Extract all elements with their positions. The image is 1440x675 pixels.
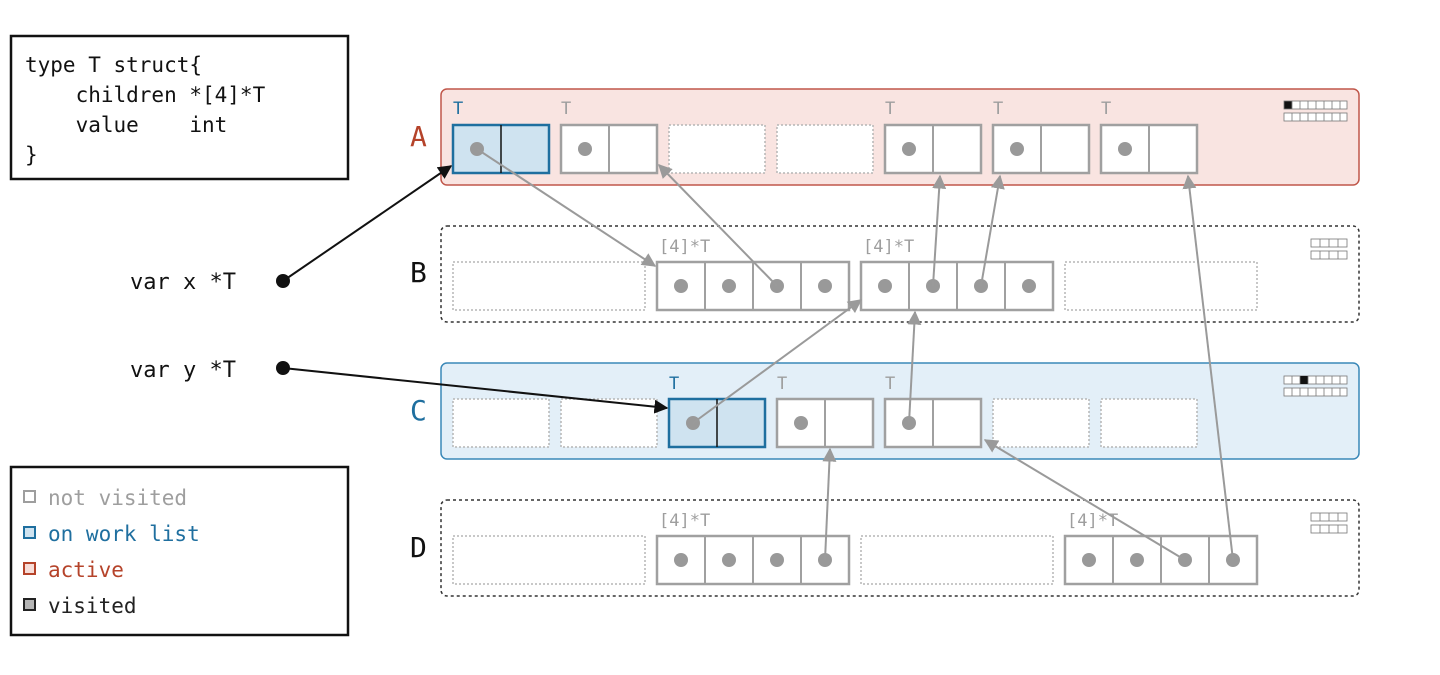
free-slot xyxy=(452,535,646,585)
legend-label-not-visited: not visited xyxy=(48,486,187,510)
legend-label-on-work-list: on work list xyxy=(48,522,200,546)
type-label: T xyxy=(777,374,787,394)
root-arrows xyxy=(282,165,669,414)
object-array xyxy=(655,260,851,312)
pointer-arrow xyxy=(980,174,1005,287)
free-slot xyxy=(668,124,766,174)
span-c-label: C xyxy=(410,394,427,427)
type-label: [4]*T xyxy=(659,237,710,257)
object-t xyxy=(775,397,875,449)
code-line: value int xyxy=(25,113,227,137)
type-label: [4]*T xyxy=(659,511,710,531)
span-d-bitmap xyxy=(1310,512,1348,534)
span-d: D [4]*T [4]*T xyxy=(410,499,1360,597)
type-label: T xyxy=(561,99,571,119)
type-label: [4]*T xyxy=(863,237,914,257)
legend-label-active: active xyxy=(48,558,124,582)
type-label: [4]*T xyxy=(1067,511,1118,531)
root-arrow-y xyxy=(282,367,669,414)
object-array xyxy=(859,260,1055,312)
legend-swatch-on-work-list xyxy=(23,526,36,539)
legend-label-visited: visited xyxy=(48,594,137,618)
type-label: T xyxy=(453,99,463,119)
span-b-label: B xyxy=(410,256,427,289)
pointer-arrow xyxy=(822,447,837,561)
pointer-arrow xyxy=(1182,174,1234,561)
free-slot xyxy=(992,398,1090,448)
pointer-arrows xyxy=(476,148,1234,561)
code-box: type T struct{ children *[4]*T value int… xyxy=(9,34,350,181)
object-t xyxy=(1099,123,1199,175)
free-slot xyxy=(776,124,874,174)
var-x-label: var x *T xyxy=(130,270,236,295)
pointer-arrow xyxy=(658,163,778,287)
pointer-arrow xyxy=(932,174,947,287)
span-c: C T T T xyxy=(410,362,1360,460)
legend-swatch-visited xyxy=(23,598,36,611)
pointer-arrow xyxy=(983,439,1186,561)
object-t xyxy=(991,123,1091,175)
root-arrow-x xyxy=(282,165,453,282)
code-line: } xyxy=(25,143,38,167)
legend-swatch-active xyxy=(23,562,36,575)
type-label: T xyxy=(993,99,1003,119)
object-t xyxy=(883,397,983,449)
legend-box: not visited on work list active visited xyxy=(9,465,350,637)
span-a-label: A xyxy=(410,120,427,153)
var-y-label: var y *T xyxy=(130,358,236,383)
type-label: T xyxy=(885,99,895,119)
span-b: B [4]*T [4]*T xyxy=(410,225,1360,323)
free-slot xyxy=(452,398,550,448)
code-line: children *[4]*T xyxy=(25,83,266,107)
object-array xyxy=(1063,534,1259,586)
code-line: type T struct{ xyxy=(25,53,202,77)
legend-swatch-not-visited xyxy=(23,490,36,503)
span-a: A T T T T T xyxy=(410,88,1360,186)
pointer-arrow xyxy=(907,310,922,424)
span-a-bitmap xyxy=(1283,100,1348,122)
type-label: T xyxy=(1101,99,1111,119)
free-slot xyxy=(452,261,646,311)
pointer-arrow xyxy=(692,299,863,424)
span-b-bitmap xyxy=(1310,238,1348,260)
free-slot xyxy=(1100,398,1198,448)
object-t xyxy=(559,123,659,175)
free-slot xyxy=(560,398,658,448)
span-d-label: D xyxy=(410,531,427,564)
pointer-arrow xyxy=(476,148,657,267)
free-slot xyxy=(1064,261,1258,311)
type-label: T xyxy=(885,374,895,394)
type-label: T xyxy=(669,374,679,394)
object-array xyxy=(655,534,851,586)
object-t xyxy=(883,123,983,175)
free-slot xyxy=(860,535,1054,585)
span-c-bitmap xyxy=(1283,375,1348,397)
